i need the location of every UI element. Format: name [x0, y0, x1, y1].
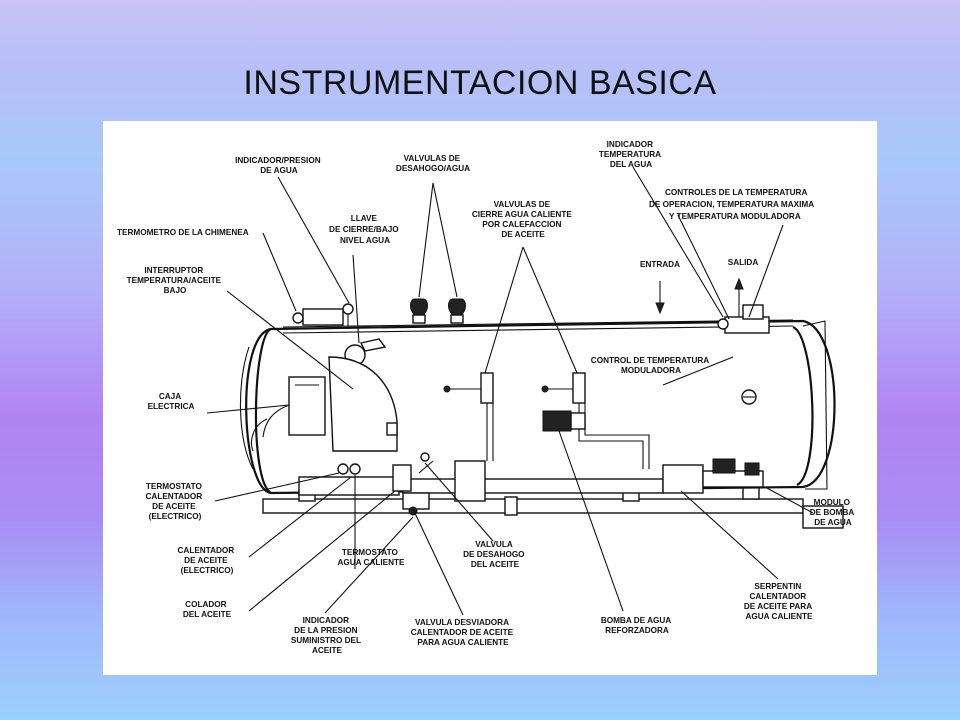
label-valvula-desahogo-aceite: VALVULA DE DESAHOGO DEL ACEITE — [463, 540, 527, 569]
boiler-front-door — [254, 327, 272, 494]
booster-pump — [542, 410, 572, 432]
label-valvulas-cierre: VALVULAS DE CIERRE AGUA CALIENTE POR CAL… — [472, 200, 574, 239]
relief-valve-2 — [448, 298, 466, 316]
label-serpentin: SERPENTIN CALENTADOR DE ACEITE PARA AGUA… — [744, 582, 814, 621]
label-valvulas-desahogo: VALVULAS DE DESAHOGO/AGUA — [396, 154, 470, 173]
label-control-moduladora: CONTROL DE TEMPERATURA MODULADORA — [591, 356, 711, 375]
label-indicador-presion-aceite: INDICADOR DE LA PRESION SUMINISTRO DEL A… — [291, 616, 363, 655]
label-termostato-agua: TERMOSTATO AGUA CALIENTE — [337, 548, 405, 567]
hot-water-thermostat — [349, 463, 361, 475]
burner-housing — [328, 356, 398, 452]
oil-relief-valve — [420, 452, 430, 462]
label-controles-temperatura: CONTROLES DE LA TEMPERATURA DE OPERACION… — [649, 188, 816, 221]
label-modulo-bomba: MODULO DE BOMBA DE AGUA — [810, 498, 857, 527]
label-caja-electrica: CAJA ELECTRICA — [148, 392, 195, 411]
diverter-valve — [402, 492, 430, 510]
boiler-shell — [245, 319, 836, 495]
oil-heater-piping — [402, 478, 664, 494]
water-temperature-gauge — [717, 318, 729, 330]
label-termometro-chimenea: TERMOMETRO DE LA CHIMENEA — [117, 228, 249, 237]
relief-valve-1 — [410, 298, 428, 316]
heater-coil — [662, 464, 704, 494]
label-colador: COLADOR DEL ACEITE — [183, 600, 232, 619]
base-skid — [262, 498, 804, 514]
oil-strainer — [392, 464, 412, 492]
slide-title: INSTRUMENTACION BASICA — [243, 64, 717, 102]
label-valvula-desviadora: VALVULA DESVIADORA CALENTADOR DE ACEITE … — [411, 618, 516, 647]
pump-module-base — [802, 505, 844, 529]
electrical-box — [288, 376, 326, 436]
label-termostato-calentador: TERMOSTATO CALENTADOR DE ACEITE (ELECTRI… — [146, 482, 205, 521]
water-pressure-gauge — [342, 303, 354, 315]
boiler-diagram: INDICADOR/PRESION DE AGUA VALVULAS DE DE… — [103, 121, 877, 675]
boiler-drawing: INDICADOR/PRESION DE AGUA VALVULAS DE DE… — [117, 140, 857, 655]
hot-water-shutoff-valve-2 — [572, 372, 586, 404]
oil-heater-thermostat — [337, 463, 349, 475]
label-bomba-agua: BOMBA DE AGUA REFORZADORA — [601, 616, 673, 635]
leader-lines — [206, 166, 814, 616]
label-interruptor: INTERRUPTOR TEMPERATURA/ACEITE BAJO — [127, 266, 224, 295]
label-llave-cierre: LLAVE DE CIERRE/BAJO NIVEL AGUA — [329, 214, 401, 245]
label-salida: SALIDA — [728, 258, 759, 267]
label-entrada: ENTRADA — [640, 260, 680, 269]
label-calentador-aceite: CALENTADOR DE ACEITE (ELECTRICO) — [178, 546, 237, 575]
label-indicador-temperatura: INDICADOR TEMPERATURA DEL AGUA — [599, 140, 663, 169]
stack-thermometer — [292, 312, 304, 324]
label-indicador-presion: INDICADOR/PRESION DE AGUA — [235, 156, 323, 175]
chimney-stack — [302, 308, 344, 326]
electric-oil-heater — [298, 476, 400, 496]
hot-water-shutoff-valve-1 — [480, 372, 494, 404]
